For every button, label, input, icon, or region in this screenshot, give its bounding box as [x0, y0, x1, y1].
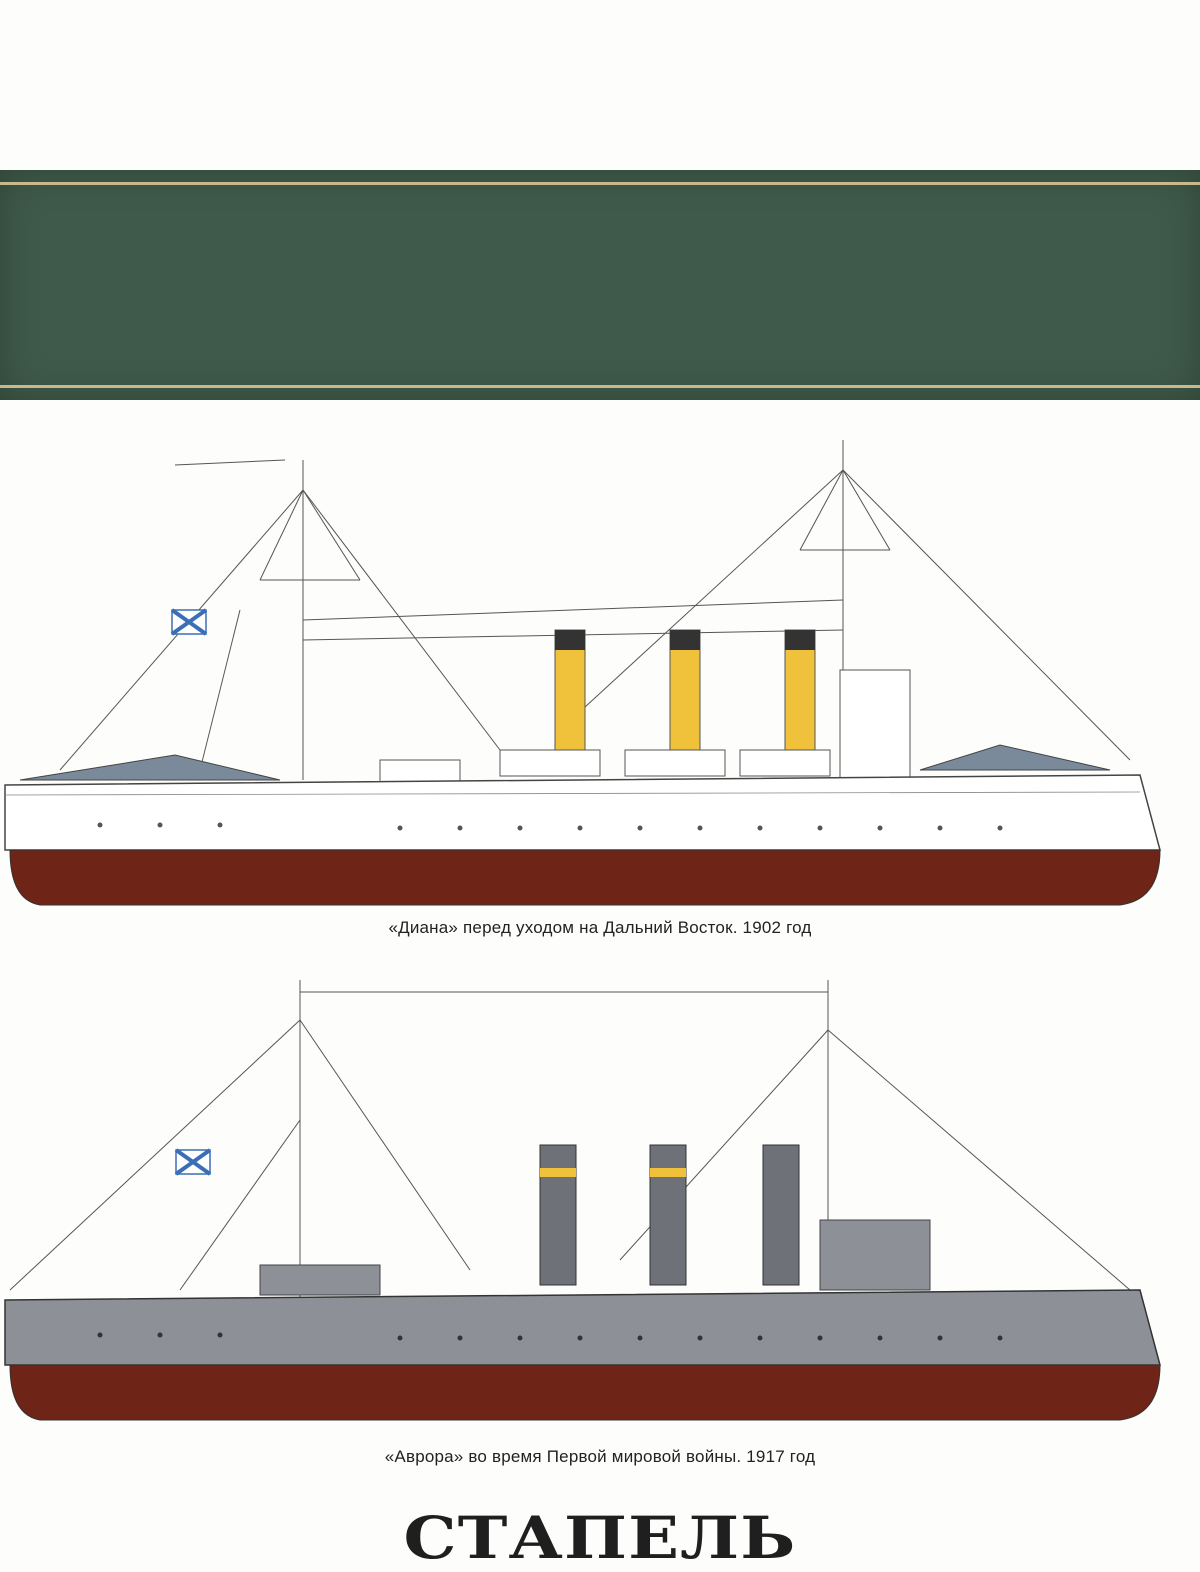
aurora-portholes [97, 1332, 1003, 1341]
diana-rigging [59, 440, 1131, 780]
diana-funnels [554, 629, 816, 751]
aurora-hull-lower [9, 1364, 1161, 1421]
aurora-funnels [539, 1144, 800, 1286]
banner-stripe-top [0, 182, 1200, 185]
aurora-caption: «Аврора» во время Первой мировой войны. … [384, 1447, 816, 1466]
diana-hull-upper [4, 774, 1161, 851]
magazine-logo: СТАПЕЛЬ [403, 1504, 797, 1572]
banner-stripe-bottom [0, 385, 1200, 388]
diana-portholes [97, 822, 1003, 831]
diana-hull-lower [9, 849, 1161, 906]
aurora-drawing [4, 980, 1161, 1421]
header-banner [0, 170, 1200, 400]
aurora-hull-upper [4, 1289, 1161, 1366]
diana-caption: «Диана» перед уходом на Дальний Восток. … [388, 918, 812, 937]
diana-drawing [4, 440, 1161, 906]
